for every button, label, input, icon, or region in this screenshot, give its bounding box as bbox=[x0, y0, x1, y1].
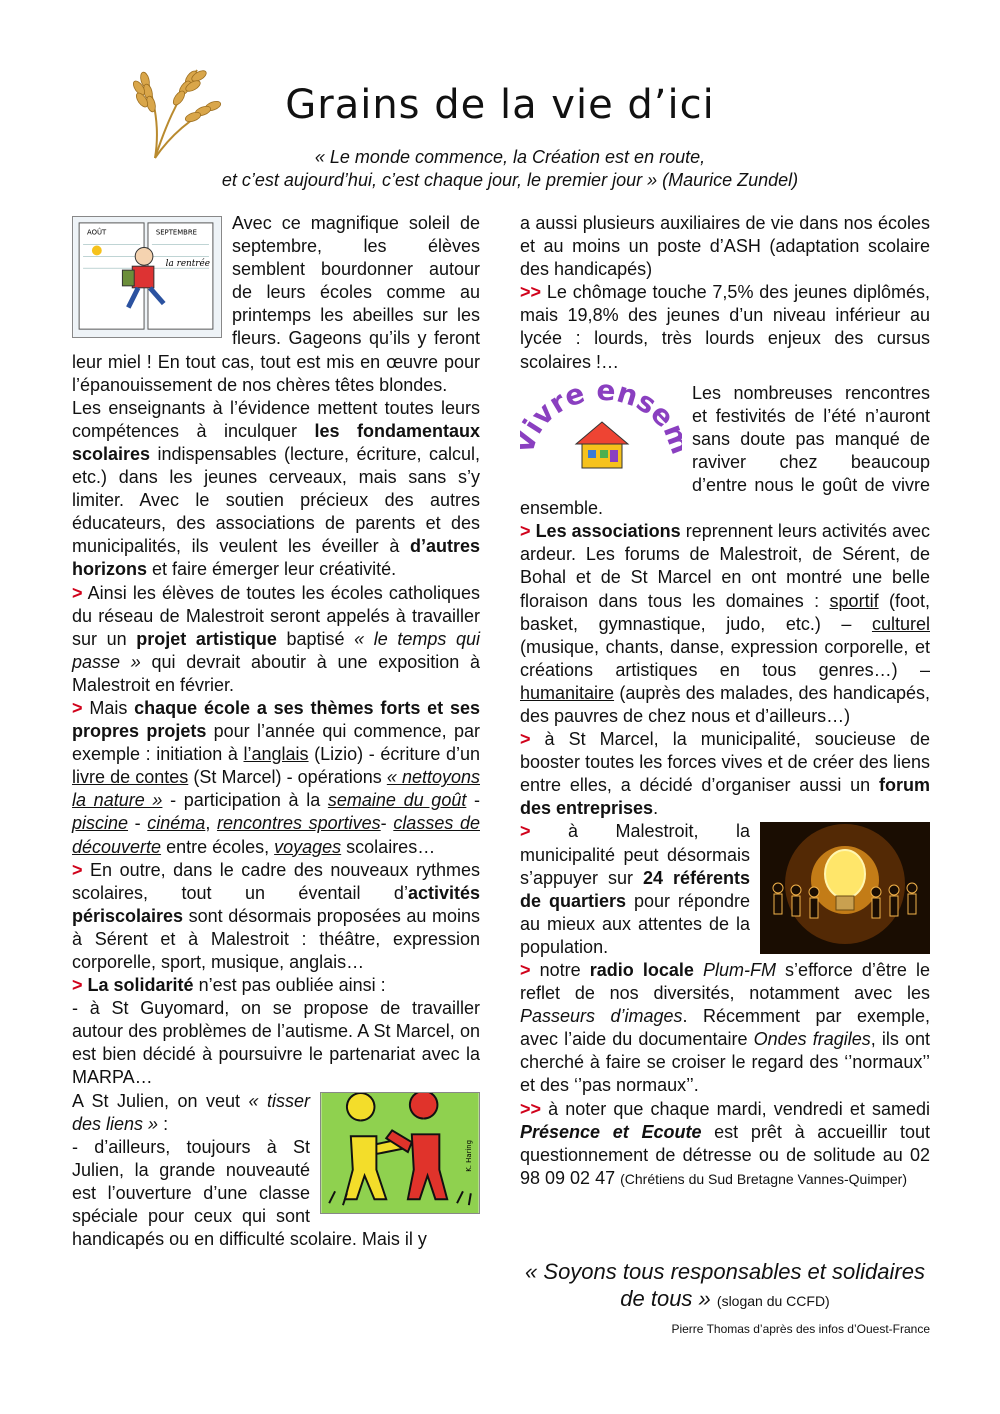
right-para-6: > à Malestroit, la municipalité peut dés… bbox=[520, 821, 751, 957]
haring-signature: K. Haring bbox=[465, 1140, 473, 1172]
left-para-5: > En outre, dans le cadre des nouveaux r… bbox=[72, 859, 480, 972]
wheat-icon bbox=[132, 69, 222, 159]
right-para-2: >> Le chômage touche 7,5% des jeunes dip… bbox=[520, 282, 930, 372]
right-para-3: Les nombreuses rencontres et festivités … bbox=[520, 382, 930, 519]
epigraph-line-2: et c’est aujourd’hui, c’est chaque jour,… bbox=[221, 170, 799, 190]
left-para-6: > La solidarité n’est pas oubliée ainsi … bbox=[72, 975, 386, 996]
notebook-label-rentree: la rentrée bbox=[166, 258, 210, 269]
slogan: « Soyons tous responsables et solidaires… bbox=[525, 1259, 925, 1311]
left-para-1: Avec ce magnifique soleil de septembre, … bbox=[72, 213, 480, 395]
credit-line: Pierre Thomas d’après des infos d’Ouest-… bbox=[671, 1322, 930, 1336]
right-para-1: a aussi plusieurs auxiliaires de vie dan… bbox=[520, 213, 930, 280]
left-para-7: - à St Guyomard, on se propose de travai… bbox=[72, 998, 480, 1088]
epigraph: « Le monde commence, la Création est en … bbox=[120, 146, 900, 192]
right-para-4: > Les associations reprennent leurs acti… bbox=[520, 521, 930, 726]
right-para-8: >> à noter que chaque mardi, vendredi et… bbox=[520, 1098, 931, 1188]
left-para-4: > Mais chaque école a ses thèmes forts e… bbox=[72, 697, 481, 857]
left-para-8: A St Julien, on veut « tisser des liens … bbox=[72, 1090, 310, 1134]
lightbulb-people-image bbox=[760, 822, 930, 955]
epigraph-line-1: « Le monde commence, la Création est en … bbox=[314, 147, 706, 167]
page-title: Grains de la vie d’ici bbox=[285, 82, 715, 128]
left-para-3: > Ainsi les élèves de toutes les écoles … bbox=[72, 582, 481, 695]
haring-figures-image: K. Haring bbox=[320, 1091, 480, 1214]
left-para-9: - d’ailleurs, toujours à St Julien, la g… bbox=[72, 1136, 427, 1250]
vivre-ensemble-logo: Vivre ensemble bbox=[520, 382, 682, 469]
left-column: AOÛT SEPTEMBRE la rentrée Avec ce magnif… bbox=[72, 212, 480, 1251]
notebook-label-aout: AOÛT bbox=[87, 228, 107, 237]
right-column: a aussi plusieurs auxiliaires de vie dan… bbox=[520, 212, 930, 1190]
left-para-2: Les enseignants à l’évidence mettent tou… bbox=[72, 397, 480, 580]
right-para-5: > à St Marcel, la municipalité, soucieus… bbox=[520, 729, 930, 819]
right-para-7: > notre radio locale Plum-FM s’efforce d… bbox=[520, 960, 930, 1096]
notebook-label-septembre: SEPTEMBRE bbox=[156, 229, 197, 237]
school-notebook-image: AOÛT SEPTEMBRE la rentrée bbox=[72, 216, 222, 338]
